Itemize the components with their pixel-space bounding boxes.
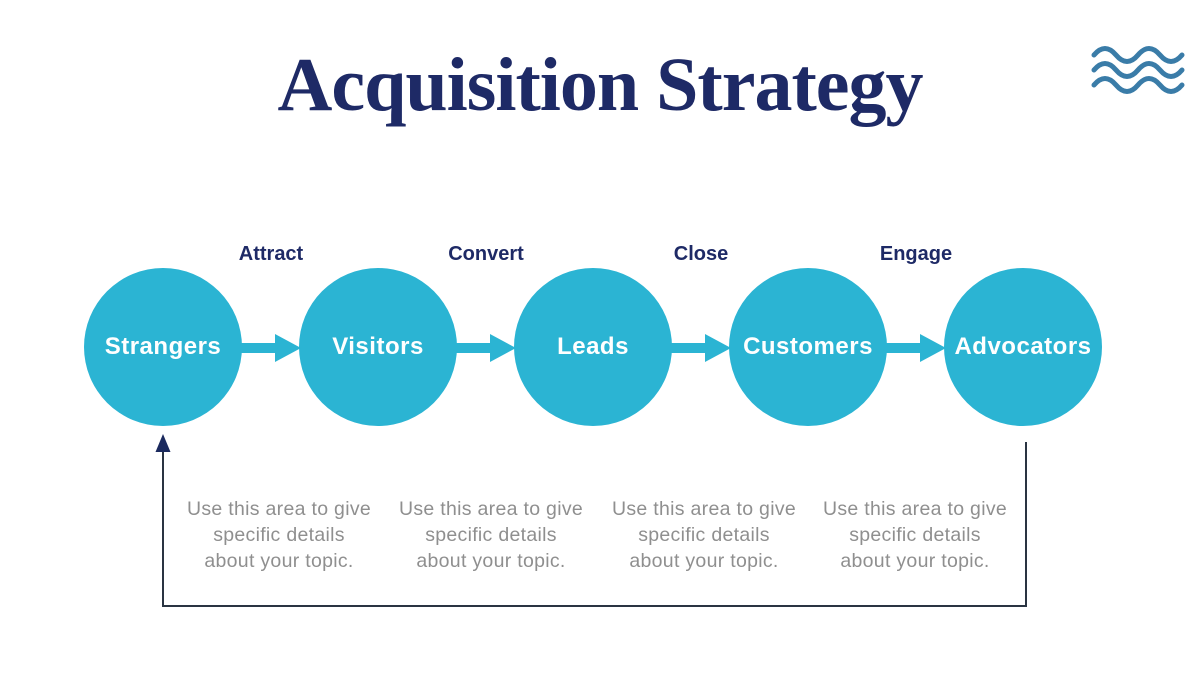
stage-label: Strangers (104, 333, 222, 360)
stage-label: Visitors (332, 333, 424, 360)
note-line: specific details (425, 524, 557, 546)
note-line: Use this area to give (398, 498, 584, 520)
note-line: about your topic. (629, 550, 779, 572)
note-block: Use this area to give specific details a… (805, 496, 1025, 574)
note-line: specific details (213, 524, 345, 546)
stage-circle-customers: Customers (729, 268, 887, 426)
note-line: about your topic. (416, 550, 566, 572)
up-arrowhead-icon (155, 434, 171, 452)
stage-label: Leads (557, 333, 629, 360)
stage-circle-visitors: Visitors (299, 268, 457, 426)
note-block: Use this area to give specific details a… (594, 496, 814, 574)
stage-circle-strangers: Strangers (84, 268, 242, 426)
waves-icon (1091, 42, 1185, 100)
note-line: about your topic. (840, 550, 990, 572)
right-arrow-icon (239, 334, 301, 362)
right-arrow-icon (884, 334, 946, 362)
note-line: specific details (849, 524, 981, 546)
stage-circle-leads: Leads (514, 268, 672, 426)
note-line: specific details (638, 524, 770, 546)
transition-label-attract: Attract (238, 243, 304, 265)
note-line: Use this area to give (611, 498, 797, 520)
transition-label-convert: Convert (448, 243, 524, 265)
right-arrow-icon (669, 334, 731, 362)
note-block: Use this area to give specific details a… (169, 496, 389, 574)
stage-circle-advocators: Advocators (944, 268, 1102, 426)
note-block: Use this area to give specific details a… (381, 496, 601, 574)
note-line: about your topic. (204, 550, 354, 572)
stage-label: Customers (743, 333, 873, 360)
slide-title: Acquisition Strategy (277, 43, 924, 127)
transition-label-close: Close (673, 243, 729, 265)
right-arrow-icon (454, 334, 516, 362)
transition-label-engage: Engage (879, 243, 953, 265)
stage-label: Advocators (954, 333, 1092, 360)
note-line: Use this area to give (186, 498, 372, 520)
note-line: Use this area to give (822, 498, 1008, 520)
